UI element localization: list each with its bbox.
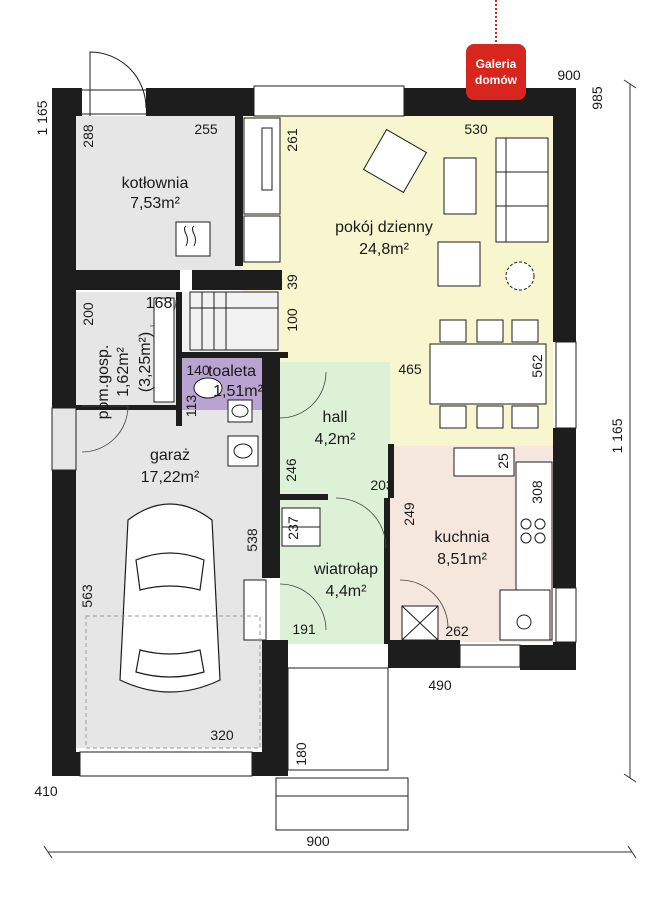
room-hall-area: 4,2m² — [315, 431, 357, 448]
dim-203: 203 — [370, 477, 394, 493]
dim-538: 538 — [244, 528, 260, 552]
living-furniture — [243, 117, 549, 429]
dim-25: 25 — [495, 453, 511, 469]
room-hall-fill — [280, 362, 390, 498]
dim-288: 288 — [80, 124, 96, 148]
dim-410: 410 — [34, 783, 58, 799]
brand-line1: Galeria — [476, 57, 517, 71]
room-kotlownia-name: kotłownia — [122, 175, 189, 192]
room-kuchnia-area: 8,51m² — [437, 551, 487, 568]
dim-262: 262 — [445, 623, 469, 639]
dim-255: 255 — [194, 121, 218, 137]
dim-530: 530 — [464, 121, 488, 137]
dim-465: 465 — [398, 361, 422, 377]
dim-1165-right: 1 165 — [609, 418, 625, 453]
dim-985-right: 985 — [589, 86, 605, 110]
room-pomgosp-area: 1,62m² — [115, 346, 132, 396]
room-kuchnia-name: kuchnia — [434, 529, 489, 546]
room-toaleta-name: toaleta — [208, 363, 256, 380]
brand-line2: domów — [475, 73, 518, 87]
dim-562: 562 — [529, 354, 545, 378]
stairs-small-value: 168 — [146, 295, 173, 312]
plant-icon — [505, 261, 535, 291]
room-pomgosp-name: pom.gosp. — [95, 345, 112, 420]
dim-308: 308 — [529, 480, 545, 504]
stairs-small-area: (3,25m²) — [137, 332, 154, 392]
room-stairs-fill — [180, 292, 280, 352]
dim-1165-top-left: 1 165 — [34, 100, 50, 135]
dim-191: 191 — [292, 621, 316, 637]
dim-237: 237 — [285, 516, 301, 540]
wardrobe — [281, 507, 321, 547]
toilet-fixtures — [153, 297, 259, 467]
dim-113: 113 — [183, 395, 199, 418]
room-toaleta-area: 1,51m² — [213, 383, 263, 400]
room-wiatrolap-name: wiatrołap — [313, 561, 378, 578]
car-icon — [119, 503, 221, 693]
garage-door-dashed — [85, 615, 261, 749]
dim-246: 246 — [283, 458, 299, 482]
dim-200: 200 — [80, 302, 96, 326]
room-pokoj-area: 24,8m² — [359, 241, 409, 258]
room-pokoj-name: pokój dzienny — [335, 219, 433, 236]
room-garaz-area: 17,22m² — [141, 469, 200, 486]
dim-320: 320 — [210, 727, 234, 743]
dim-140: 140 — [186, 362, 210, 378]
dim-180: 180 — [293, 742, 309, 766]
dim-100: 100 — [284, 308, 300, 332]
dim-900-top: 900 — [557, 67, 581, 83]
dim-249: 249 — [401, 502, 417, 526]
dim-900-bottom: 900 — [306, 833, 330, 849]
dim-261: 261 — [284, 128, 300, 152]
dim-490: 490 — [428, 677, 452, 693]
kitchen-furniture — [401, 447, 553, 641]
room-wiatrolap-area: 4,4m² — [326, 583, 368, 600]
room-kotlownia-fill — [75, 116, 241, 270]
dimension-lines — [43, 79, 637, 859]
room-kotlownia-area: 7,53m² — [130, 195, 180, 212]
staircase — [189, 291, 279, 351]
brand-logo: Galeria domów — [466, 0, 526, 100]
entrance-door — [82, 51, 147, 116]
windows — [51, 85, 577, 777]
dim-563: 563 — [79, 584, 95, 608]
boiler — [175, 221, 211, 257]
room-hall-name: hall — [323, 409, 348, 426]
dim-39: 39 — [284, 274, 300, 290]
entrance-steps — [275, 667, 409, 831]
room-garaz-name: garaż — [150, 447, 190, 464]
